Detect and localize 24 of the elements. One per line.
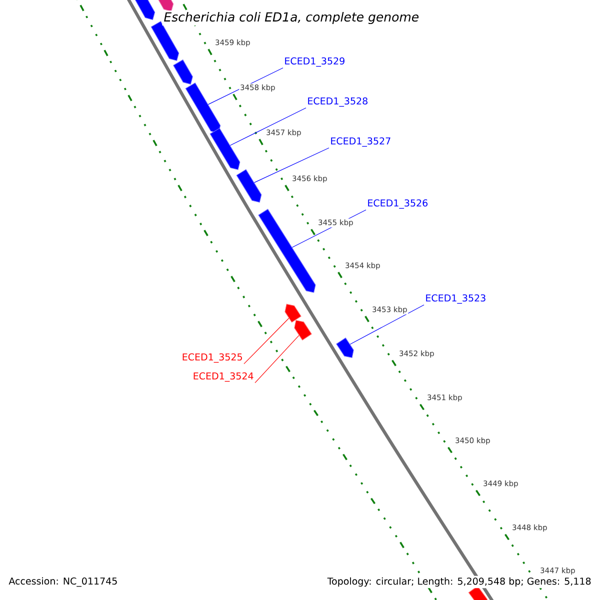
genome-title: Escherichia coli ED1a, complete genome [162,10,421,26]
leader-line [244,318,290,364]
gene-feature [468,586,488,600]
gene-feature [258,208,316,293]
gene-feature [236,169,262,203]
leader-line [230,108,306,146]
leader-line [254,148,330,183]
gene-feature [150,21,180,61]
gene-label: ECED1_3527 [331,137,390,147]
gene-feature [158,0,174,12]
gene-feature [134,0,156,20]
gene-label: ECED1_3525 [182,353,242,363]
accession-text: Accession: NC_011745 [7,576,120,588]
gene-feature [185,82,221,134]
gene-label: ECED1_3528 [308,97,368,107]
leader-line [350,304,424,345]
gene-label: ECED1_3529 [285,57,344,67]
gene-label: ECED1_3523 [426,294,486,304]
gene-feature [284,304,302,323]
summary-text: Topology: circular; Length: 5,209,548 bp; Genes: 5,118 [326,576,593,588]
gene-label: ECED1_3524 [194,372,254,382]
gene-feature [336,338,354,358]
leader-line [254,335,300,384]
gene-label: ECED1_3526 [368,199,428,209]
